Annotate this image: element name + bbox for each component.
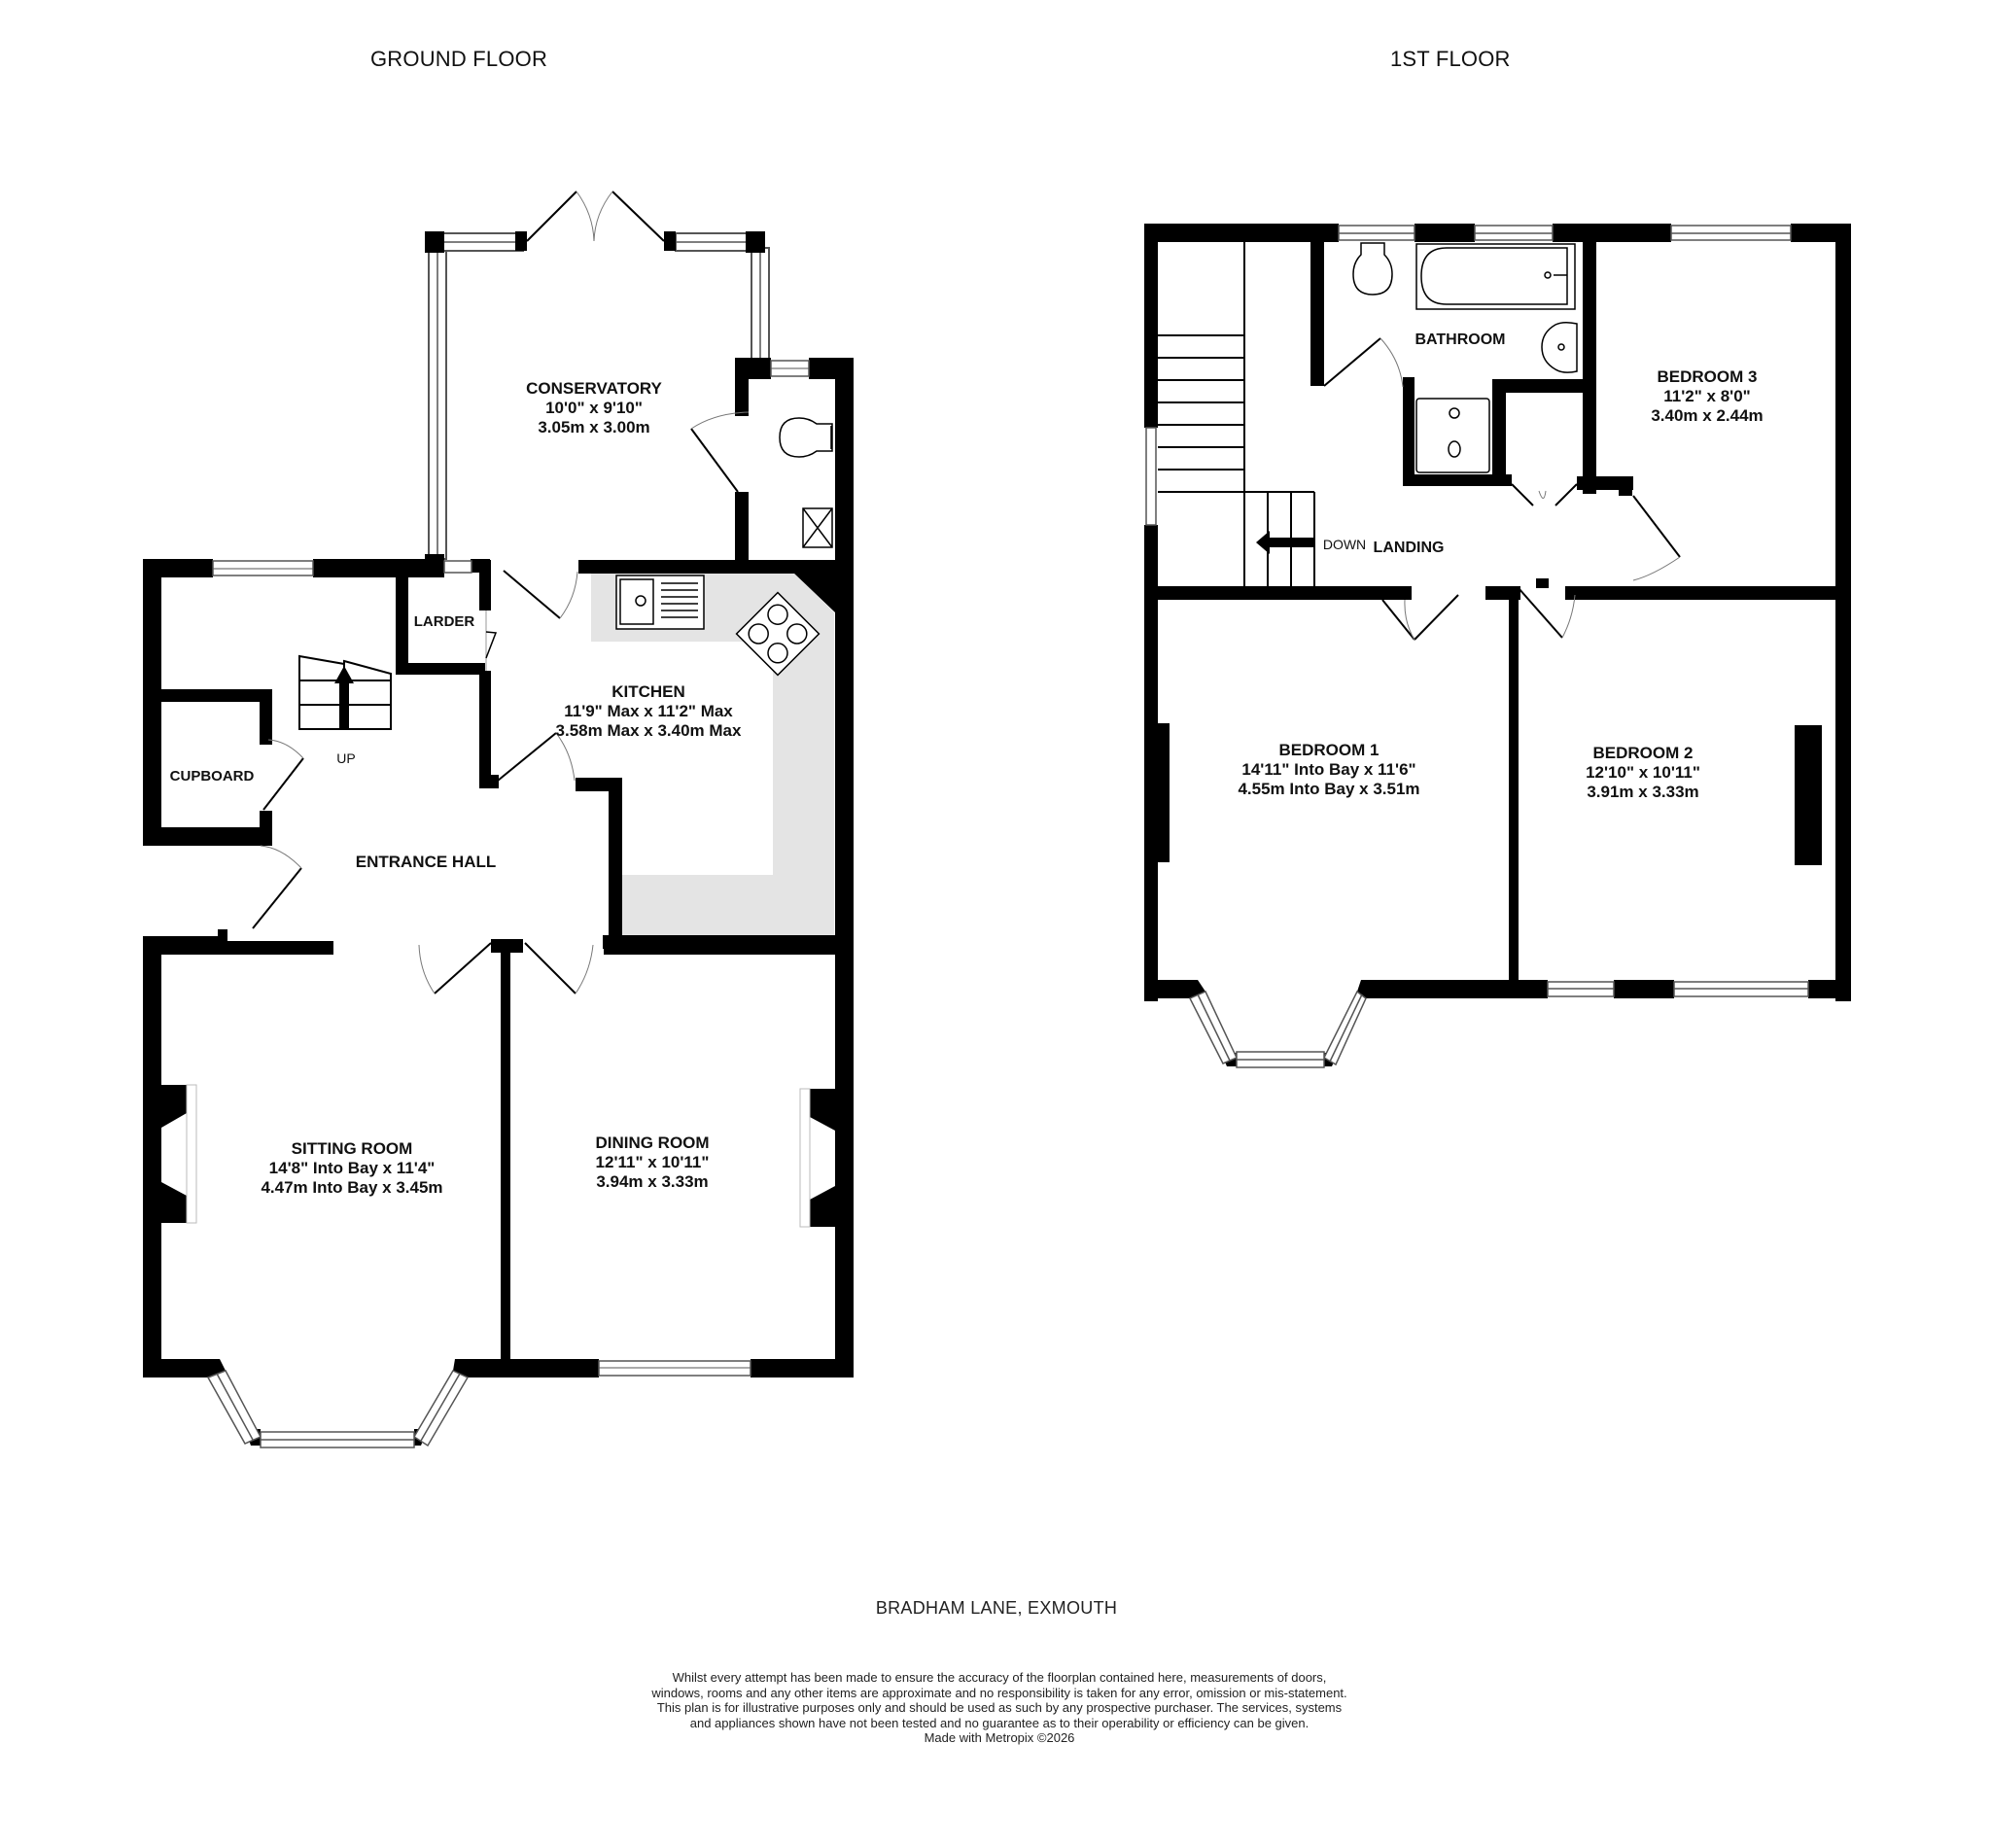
- sitting-room-bay-window: [206, 1370, 470, 1448]
- sitting-room-fireplace: [161, 1085, 187, 1223]
- bedroom-3-label: BEDROOM 3 11'2" x 8'0" 3.40m x 2.44m: [1651, 367, 1763, 426]
- room-name: CONSERVATORY: [526, 379, 662, 398]
- wc-room: [735, 358, 854, 564]
- ground-floor-walls: [143, 554, 854, 1446]
- stairs-down: [1158, 242, 1315, 588]
- room-dimensions-metric: 4.55m Into Bay x 3.51m: [1238, 780, 1420, 798]
- stairs-down-label: DOWN: [1322, 537, 1367, 552]
- room-dimensions-imperial: 12'11" x 10'11": [595, 1153, 710, 1171]
- dining-room-label: DINING ROOM 12'11" x 10'11" 3.94m x 3.33…: [595, 1133, 709, 1192]
- ground-floor-plan: [143, 191, 854, 1448]
- first-floor-doors: [1323, 337, 1681, 641]
- credit-text: Made with Metropix ©2026: [924, 1730, 1075, 1745]
- bedroom-1-bay-window: [1188, 990, 1367, 1068]
- room-name: SITTING ROOM: [291, 1139, 413, 1158]
- toilet-icon: [779, 417, 833, 458]
- first-floor-walls: [1144, 224, 1851, 1066]
- room-dimensions-imperial: 11'2" x 8'0": [1663, 387, 1751, 405]
- room-dimensions-metric: 3.91m x 3.33m: [1587, 783, 1699, 801]
- entrance-hall-label: ENTRANCE HALL: [355, 853, 497, 871]
- stairs-down-arrow-icon: [1256, 531, 1314, 554]
- shower-tray-icon: [1415, 398, 1490, 473]
- boiler-icon: [802, 507, 833, 548]
- room-dimensions-metric: 3.58m Max x 3.40m Max: [555, 721, 742, 740]
- room-name: DINING ROOM: [595, 1133, 710, 1152]
- bedroom-2-label: BEDROOM 2 12'10" x 10'11" 3.91m x 3.33m: [1586, 744, 1700, 802]
- cupboard-label: CUPBOARD: [169, 768, 255, 785]
- sitting-room-label: SITTING ROOM 14'8" Into Bay x 11'4" 4.47…: [261, 1139, 442, 1198]
- room-dimensions-imperial: 11'9" Max x 11'2" Max: [564, 702, 733, 720]
- dining-room-fireplace: [810, 1089, 835, 1227]
- bath-icon: [1415, 243, 1576, 310]
- landing-label: LANDING: [1373, 540, 1445, 556]
- french-doors: [526, 191, 665, 242]
- room-dimensions-metric: 3.05m x 3.00m: [538, 418, 650, 436]
- room-dimensions-imperial: 14'11" Into Bay x 11'6": [1241, 760, 1416, 779]
- room-dimensions-imperial: 14'8" Into Bay x 11'4": [268, 1159, 436, 1177]
- ground-floor-doors: [252, 570, 594, 994]
- room-dimensions-metric: 4.47m Into Bay x 3.45m: [261, 1178, 443, 1197]
- room-dimensions-imperial: 10'0" x 9'10": [545, 399, 643, 417]
- room-name: BEDROOM 2: [1592, 744, 1694, 762]
- conservatory-label: CONSERVATORY 10'0" x 9'10" 3.05m x 3.00m: [526, 379, 662, 437]
- hob-icon: [735, 591, 821, 677]
- bathroom-label: BATHROOM: [1415, 331, 1506, 348]
- basin-icon: [1541, 321, 1578, 373]
- kitchen-label: KITCHEN 11'9" Max x 11'2" Max 3.58m Max …: [556, 682, 742, 741]
- stairs-up-label: UP: [336, 750, 356, 766]
- disclaimer-text: Whilst every attempt has been made to en…: [651, 1670, 1347, 1730]
- room-dimensions-metric: 3.40m x 2.44m: [1651, 406, 1764, 425]
- first-floor-plan: [1144, 224, 1851, 1068]
- room-dimensions-imperial: 12'10" x 10'11": [1586, 763, 1700, 782]
- larder-label: LARDER: [413, 613, 475, 630]
- room-name: KITCHEN: [611, 682, 685, 701]
- room-name: BEDROOM 1: [1278, 741, 1380, 759]
- sink-icon: [615, 575, 705, 630]
- first-floor-title: 1ST FLOOR: [1390, 47, 1511, 71]
- room-name: BEDROOM 3: [1657, 367, 1758, 386]
- room-dimensions-metric: 3.94m x 3.33m: [596, 1172, 709, 1191]
- stairs-up-arrow-icon: [334, 666, 354, 729]
- bedroom-1-label: BEDROOM 1 14'11" Into Bay x 11'6" 4.55m …: [1238, 741, 1419, 799]
- disclaimer-block: Whilst every attempt has been made to en…: [649, 1670, 1349, 1746]
- ground-floor-title: GROUND FLOOR: [370, 47, 548, 71]
- property-address: BRADHAM LANE, EXMOUTH: [875, 1598, 1118, 1618]
- toilet-icon: [1352, 242, 1393, 296]
